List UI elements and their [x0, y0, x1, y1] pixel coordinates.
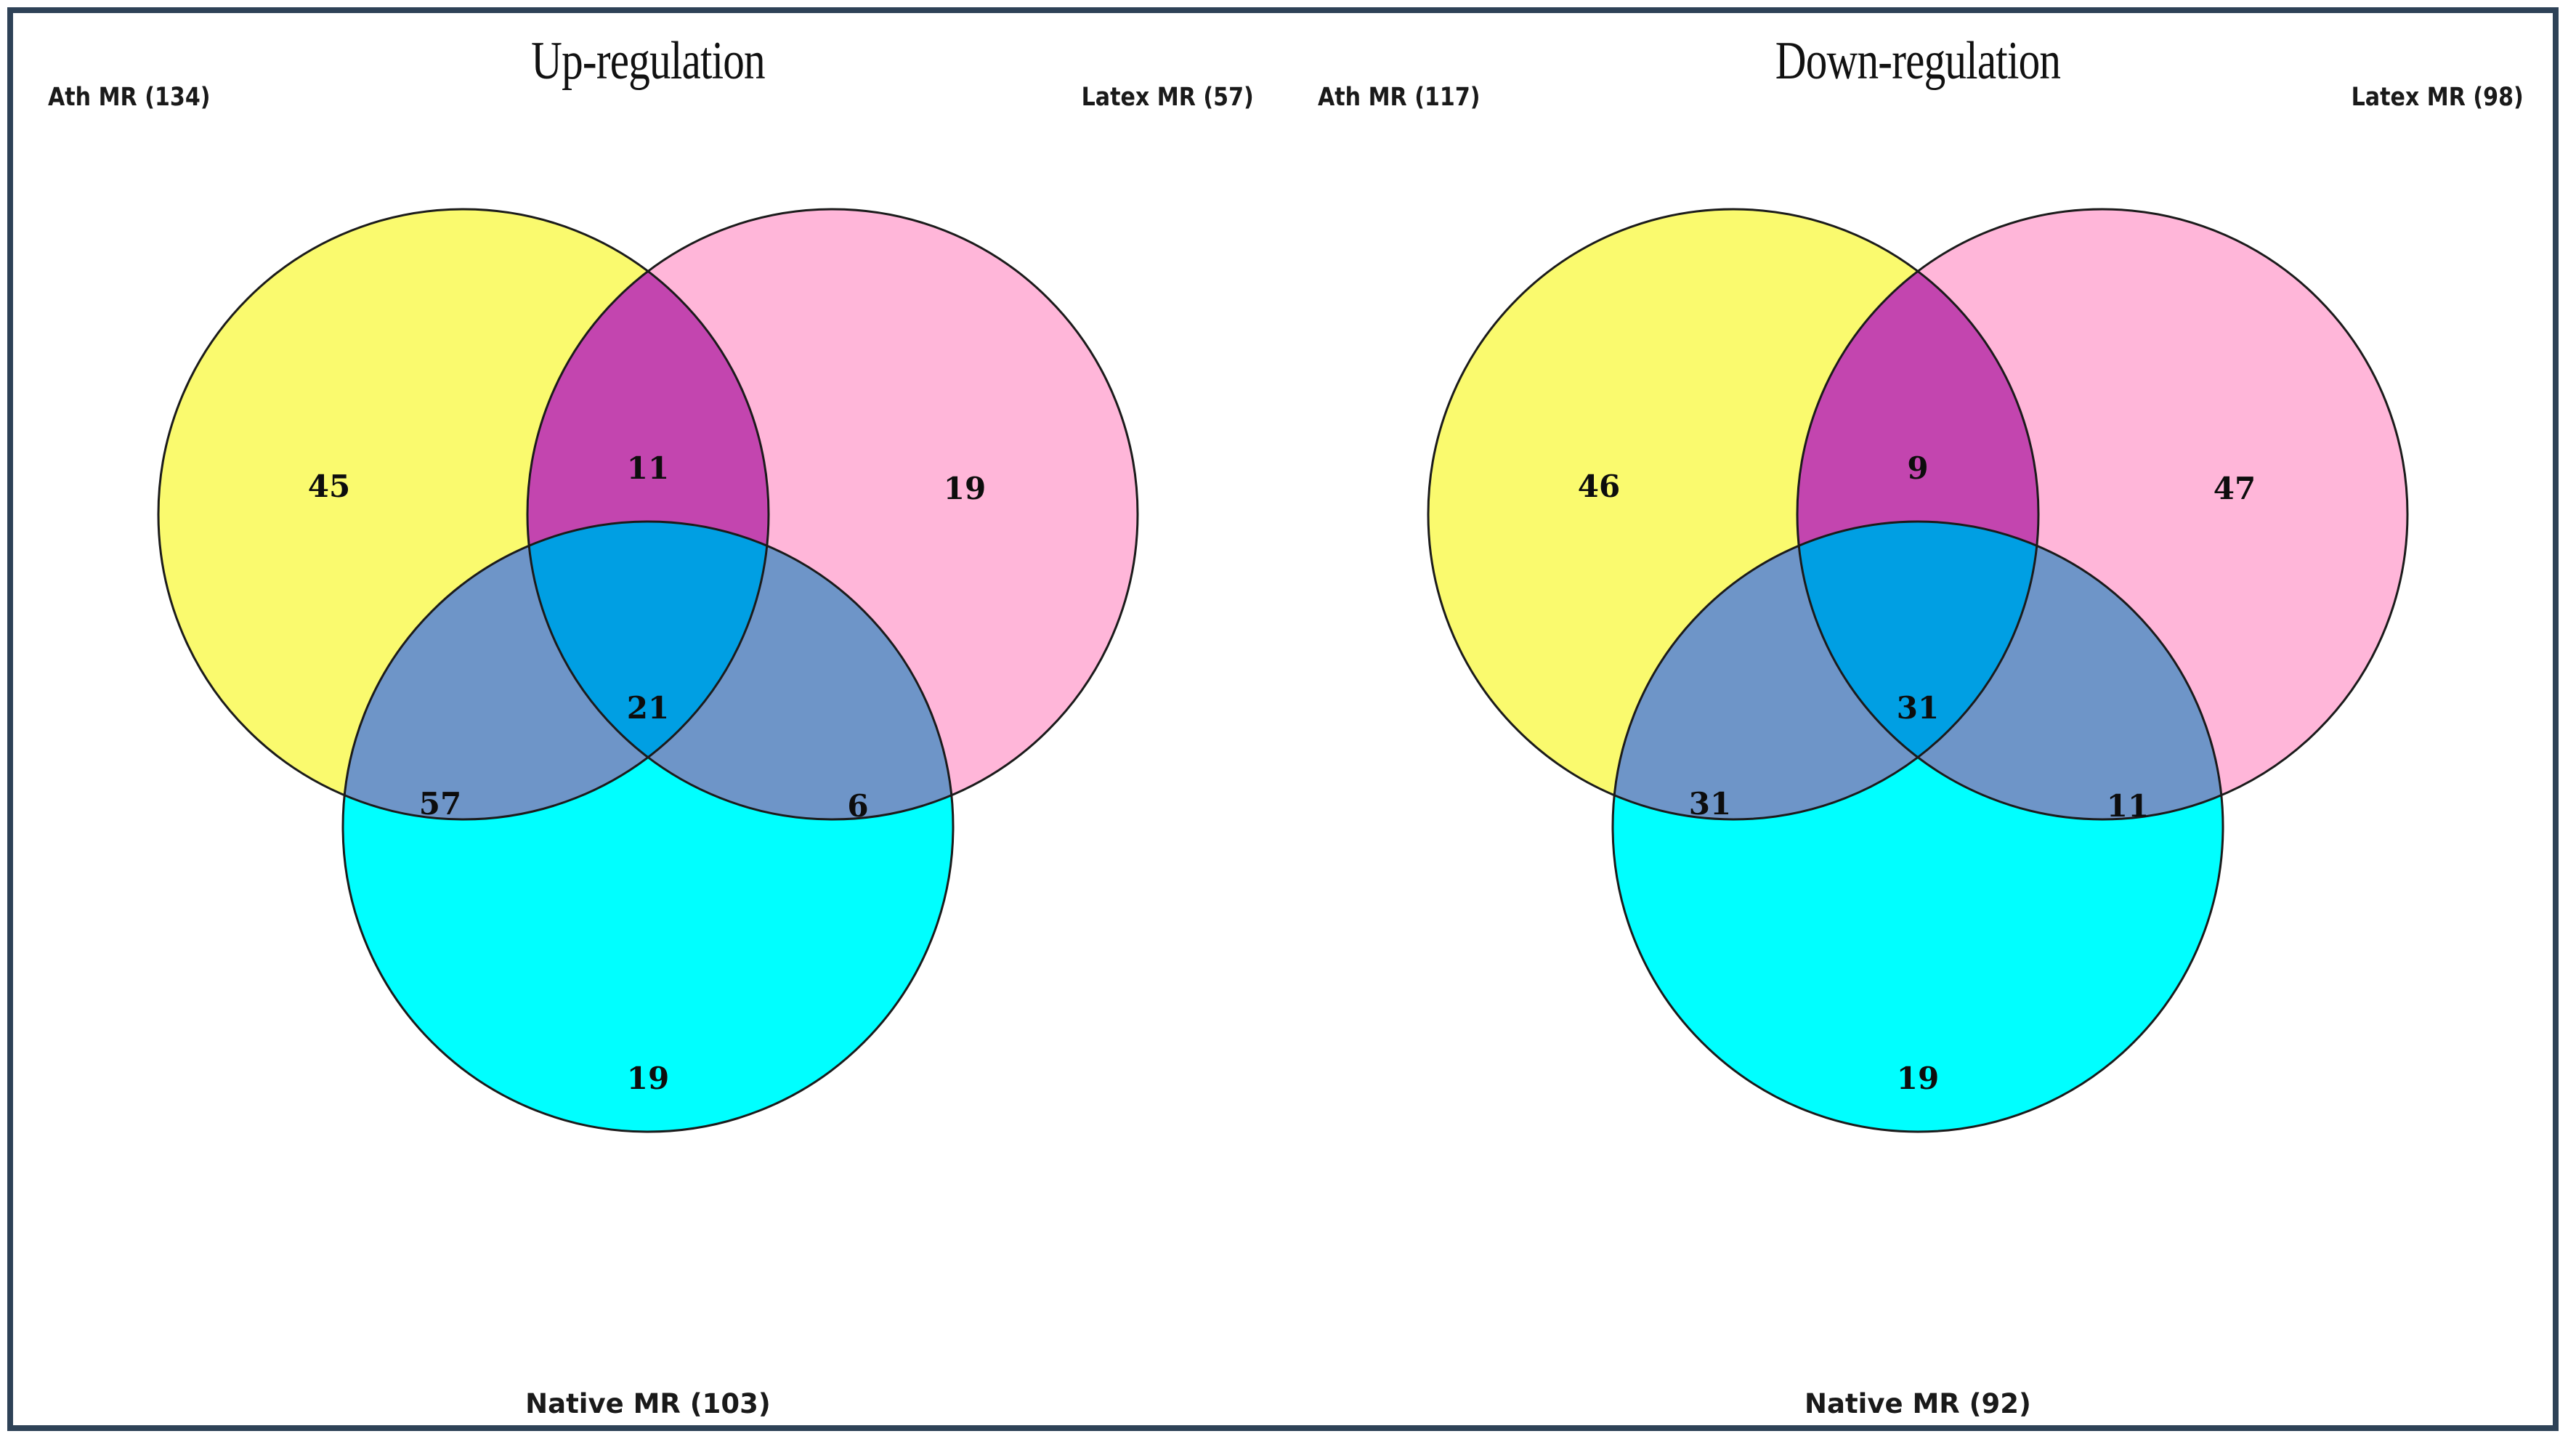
count-ath-latex-up: 11: [627, 450, 669, 486]
set-label-ath-down: Ath MR (117): [1318, 83, 1481, 112]
venn-diagram-up: 45 11 19 21 57 6 19: [157, 208, 1139, 1133]
set-label-native-down: Native MR (92): [1805, 1388, 2031, 1419]
count-ath-only-up: 45: [308, 469, 350, 504]
panel-up-regulation: Up-regulation Ath MR (134) Latex MR (57)…: [13, 13, 1283, 1425]
count-latex-native-up: 6: [847, 788, 868, 824]
venn-diagram-down: 46 9 47 31 31 11 19: [1427, 208, 2409, 1133]
count-latex-native-down: 11: [2107, 788, 2149, 824]
count-latex-only-up: 19: [944, 471, 986, 506]
set-label-ath-up: Ath MR (134): [48, 83, 211, 112]
circle-outline-ath-up: [157, 208, 770, 821]
circle-outline-ath-down: [1427, 208, 2040, 821]
region-ath-native-up: [343, 522, 769, 819]
region-ath-native-down: [1613, 522, 2038, 819]
venn-panels: Up-regulation Ath MR (134) Latex MR (57)…: [13, 13, 2553, 1425]
region-latex-native-up: [527, 522, 953, 819]
circle-outline-latex-down: [1796, 208, 2409, 821]
page-title-down-regulation: Down-regulation: [1775, 31, 2061, 91]
count-all-three-up: 21: [627, 690, 669, 726]
region-latex-native-down: [1797, 522, 2223, 819]
set-label-native-up: Native MR (103): [525, 1388, 771, 1419]
count-all-three-down: 31: [1897, 690, 1939, 726]
circle-outline-latex-up: [526, 208, 1139, 821]
set-label-latex-down: Latex MR (98): [2351, 83, 2524, 112]
circle-outline-native-up: [341, 520, 955, 1133]
count-native-only-up: 19: [627, 1061, 669, 1096]
count-ath-native-down: 31: [1689, 786, 1731, 822]
page-title-up-regulation: Up-regulation: [531, 31, 765, 91]
count-ath-native-up: 57: [419, 786, 461, 822]
count-native-only-down: 19: [1897, 1061, 1939, 1096]
set-label-latex-up: Latex MR (57): [1081, 83, 1254, 112]
count-latex-only-down: 47: [2214, 471, 2256, 506]
figure-border: Up-regulation Ath MR (134) Latex MR (57)…: [7, 7, 2559, 1431]
circle-outline-native-down: [1611, 520, 2224, 1133]
panel-down-regulation: Down-regulation Ath MR (117) Latex MR (9…: [1283, 13, 2553, 1425]
count-ath-latex-down: 9: [1907, 450, 1928, 486]
count-ath-only-down: 46: [1578, 469, 1620, 504]
